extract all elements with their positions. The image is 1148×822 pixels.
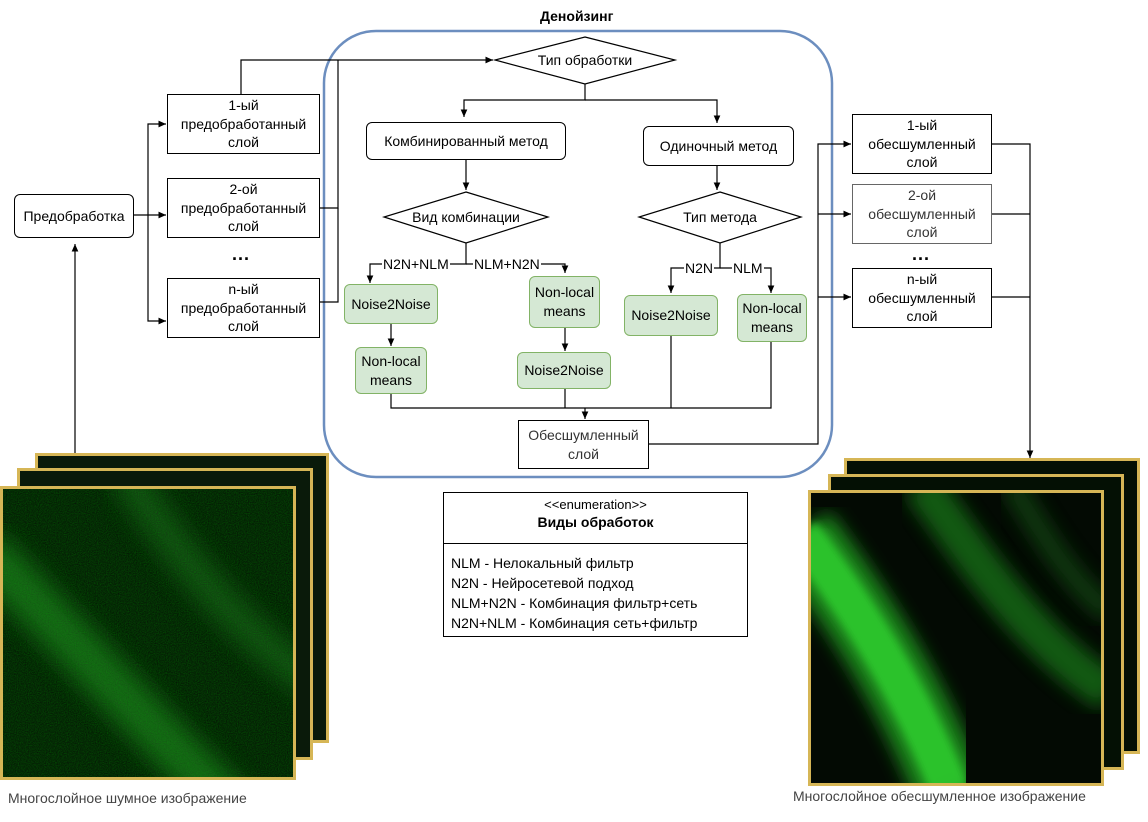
- denoised-layer-n: n-ый обесшумленный слой: [852, 268, 992, 328]
- enumeration-item: N2N - Нейросетевой подход: [451, 575, 634, 591]
- enumeration-divider: [444, 543, 747, 544]
- method-type-label: Тип метода: [683, 209, 757, 225]
- preprocessed-layer-n: n-ый предобработанный слой: [167, 278, 320, 338]
- combined-noise2noise: Noise2Noise: [344, 284, 438, 324]
- combination-type-label: Вид комбинации: [412, 209, 520, 225]
- combined-non-local-means-after-n2n: Non-local means: [355, 347, 427, 394]
- enumeration-item: NLM - Нелокальный фильтр: [451, 555, 634, 571]
- preprocessing-node: Предобработка: [14, 194, 134, 238]
- combined-non-local-means: Non-local means: [529, 276, 600, 328]
- single-method-node: Одиночный метод: [643, 126, 794, 166]
- enumeration-item: N2N+NLM - Комбинация сеть+фильтр: [451, 615, 698, 631]
- single-noise2noise: Noise2Noise: [624, 295, 718, 336]
- denoised-image-caption: Многослойное обесшумленное изображение: [793, 788, 1086, 804]
- preprocessed-layer-1: 1-ый предобработанный слой: [167, 94, 320, 154]
- denoised-layer-2: 2-ой обесшумленный слой: [852, 184, 992, 244]
- enumeration-title: Виды обработок: [537, 514, 654, 530]
- method-type-diamond: [637, 191, 803, 244]
- enumeration-item: NLM+N2N - Комбинация фильтр+сеть: [451, 595, 698, 611]
- combined-noise2noise-after-nlm: Noise2Noise: [517, 352, 611, 389]
- denoised-image: [808, 490, 1104, 786]
- preprocessed-layer-2: 2-ой предобработанный слой: [167, 178, 320, 238]
- output-layers-ellipsis: ...: [912, 244, 931, 264]
- combination-type-diamond: [381, 191, 551, 244]
- edge-label-n2n-nlm: N2N+NLM: [382, 256, 450, 272]
- enumeration-box: <<enumeration>> Виды обработок NLM - Нел…: [443, 492, 748, 637]
- denoising-container: [322, 29, 834, 479]
- combined-method-node: Комбинированный метод: [366, 122, 566, 160]
- processing-type-diamond: [492, 36, 678, 85]
- layers-ellipsis: ...: [232, 244, 251, 264]
- edge-label-n2n: N2N: [684, 260, 715, 276]
- edge-label-nlm: NLM: [732, 260, 764, 276]
- diagram-title: Денойзинг: [540, 8, 614, 24]
- single-non-local-means: Non-local means: [737, 294, 807, 342]
- noisy-image: [0, 486, 296, 780]
- processing-type-label: Тип обработки: [537, 52, 633, 68]
- edge-label-nlm-n2n: NLM+N2N: [473, 256, 541, 272]
- denoised-layer-1: 1-ый обесшумленный слой: [852, 114, 992, 174]
- enumeration-stereotype: <<enumeration>>: [544, 497, 647, 512]
- denoised-layer-node: Обесшумленный слой: [518, 420, 649, 469]
- enumeration-items: NLM - Нелокальный фильтр N2N - Нейросете…: [451, 553, 697, 633]
- noisy-image-caption: Многослойное шумное изображение: [8, 790, 247, 806]
